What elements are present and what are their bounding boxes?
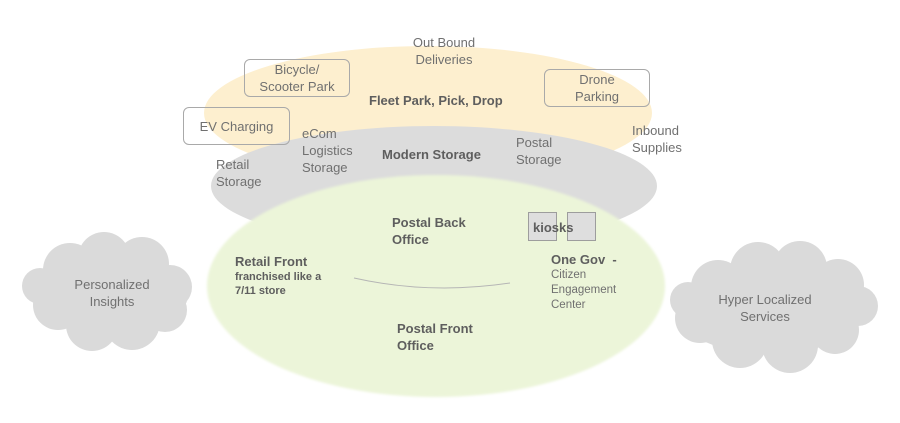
cloud-right-line-2: Services <box>740 309 790 324</box>
postal-storage-line-2: Storage <box>516 152 562 167</box>
postal-storage-label: Postal Storage <box>516 134 562 168</box>
kiosks-label: kiosks <box>533 220 574 235</box>
drone-line-2: Parking <box>574 89 620 104</box>
inbound-line-2: Supplies <box>632 140 682 155</box>
ecom-line-2: Logistics <box>302 143 353 158</box>
outbound-line-1: Out Bound <box>412 35 476 50</box>
ev-charging-box: EV Charging <box>183 107 290 145</box>
cloud-right-shape <box>670 241 878 373</box>
one-gov-label: One Gov - Citizen Engagement Center <box>551 251 617 313</box>
bicycle-scooter-park-box: Bicycle/ Scooter Park <box>244 59 350 97</box>
ecom-logistics-storage-label: eCom Logistics Storage <box>302 125 353 176</box>
outbound-deliveries-label: Out Bound Deliveries <box>400 34 488 68</box>
cloud-left-shape <box>22 232 192 351</box>
retail-front-title: Retail Front <box>235 254 308 269</box>
kiosk-icon <box>528 212 557 241</box>
personalized-insights-label: Personalized Insights <box>60 276 164 310</box>
fleet-zone-title: Fleet Park, Pick, Drop <box>369 93 503 108</box>
back-office-line-1: Postal Back <box>392 215 466 230</box>
retail-storage-line-2: Storage <box>216 174 262 189</box>
one-gov-sub-3: Center <box>551 299 586 311</box>
hyper-localized-services-label: Hyper Localized Services <box>705 291 825 325</box>
cloud-right-line-1: Hyper Localized <box>718 292 812 307</box>
outbound-line-2: Deliveries <box>415 52 473 67</box>
ecom-line-1: eCom <box>302 126 337 141</box>
bicycle-line-1: Bicycle/ <box>274 62 320 77</box>
front-office-line-2: Office <box>397 338 434 353</box>
retail-front-label: Retail Front franchised like a 7/11 stor… <box>235 253 321 298</box>
inbound-supplies-label: Inbound Supplies <box>632 122 682 156</box>
cloud-left-line-1: Personalized <box>74 277 150 292</box>
bicycle-line-2: Scooter Park <box>259 79 335 94</box>
retail-front-sub-1: franchised like a <box>235 271 322 283</box>
kiosk-icon <box>567 212 596 241</box>
drone-line-1: Drone <box>579 72 615 87</box>
one-gov-sub-2: Engagement <box>551 284 617 296</box>
ev-charging-label: EV Charging <box>199 118 274 134</box>
one-gov-sub-1: Citizen <box>551 269 587 281</box>
ecom-line-3: Storage <box>302 160 348 175</box>
storage-zone-title: Modern Storage <box>382 147 481 162</box>
front-office-line-1: Postal Front <box>397 321 473 336</box>
cloud-left-line-2: Insights <box>89 294 135 309</box>
postal-back-office-label: Postal Back Office <box>392 214 466 248</box>
retail-front-sub-2: 7/11 store <box>235 285 286 297</box>
back-office-line-2: Office <box>392 232 429 247</box>
divider-curve <box>353 277 511 289</box>
inbound-line-1: Inbound <box>632 123 679 138</box>
postal-storage-line-1: Postal <box>516 135 553 150</box>
retail-storage-line-1: Retail <box>216 157 250 172</box>
postal-front-office-label: Postal Front Office <box>397 320 473 354</box>
retail-storage-label: Retail Storage <box>216 156 262 190</box>
drone-parking-box: Drone Parking <box>544 69 650 107</box>
one-gov-title: One Gov - <box>551 252 617 267</box>
